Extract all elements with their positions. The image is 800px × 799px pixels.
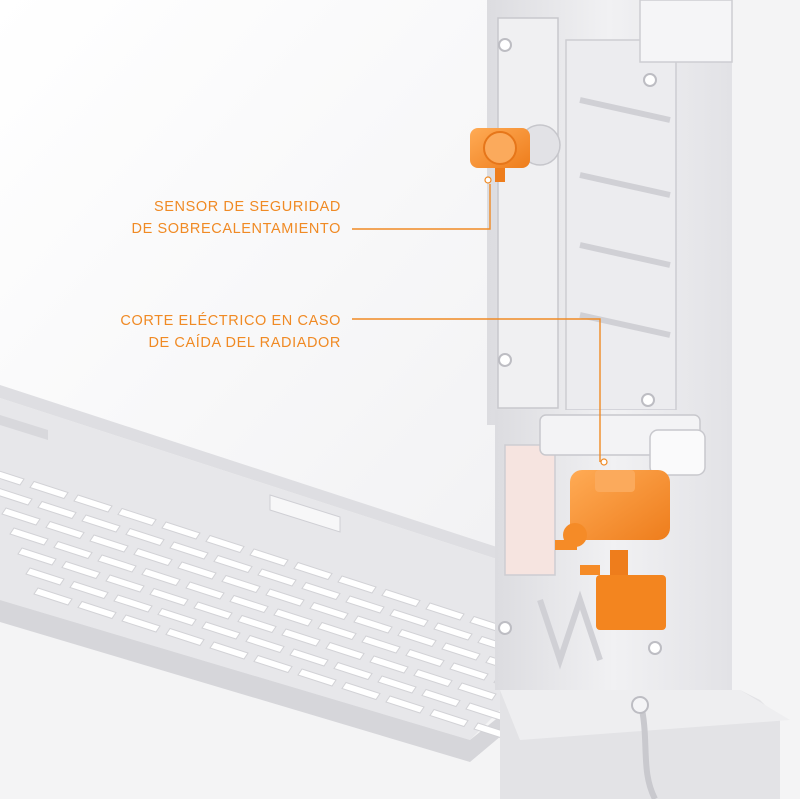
grille-slot — [201, 621, 241, 640]
grille-slot — [113, 594, 153, 613]
grille-slot — [37, 500, 77, 520]
grille-slot — [73, 494, 113, 513]
radiator-front-panel — [0, 0, 500, 548]
callout-label-overheat-sensor: SENSOR DE SEGURIDAD DE SOBRECALENTAMIENT… — [132, 196, 341, 240]
grille-slot — [133, 547, 173, 567]
grille-slot — [337, 575, 377, 594]
callout-line: DE SOBRECALENTAMIENTO — [131, 221, 341, 237]
grille-slot — [213, 554, 253, 574]
grille-slot — [121, 614, 161, 633]
grille-slot — [389, 608, 429, 628]
radiator-panel-edge — [0, 385, 500, 560]
callout-leader-tip-over — [352, 318, 601, 462]
grille-slot — [0, 470, 25, 486]
grille-slot — [353, 615, 393, 634]
grille-slot — [69, 580, 109, 600]
grille-slot — [345, 595, 385, 614]
radiator-base-housing — [0, 398, 520, 740]
grille-slot — [385, 695, 425, 714]
grille-slot — [97, 554, 137, 573]
grille-slot — [413, 668, 453, 688]
callout-line: SENSOR DE SEGURIDAD — [153, 199, 341, 215]
grille-slot — [193, 601, 233, 620]
tip-over-switch-component — [555, 470, 670, 630]
grille-slot — [257, 568, 297, 587]
grille-slot — [301, 581, 341, 601]
grille-slot — [9, 527, 49, 546]
grille-slot — [209, 641, 249, 660]
grille-slot — [229, 594, 269, 614]
grille-slot — [253, 654, 293, 674]
grille-slot — [325, 641, 365, 661]
grille-slot — [249, 548, 289, 567]
grille-slot — [377, 675, 417, 694]
grille-slot — [61, 560, 101, 580]
grille-slot — [333, 661, 373, 681]
callout-leader-tip-over-dot — [600, 458, 608, 466]
grille-slot — [245, 634, 285, 654]
grille-slot — [361, 635, 401, 654]
grille-slot — [1, 507, 41, 526]
base-clip-center — [269, 494, 341, 533]
grille-slot — [0, 488, 33, 506]
grille-slot — [405, 648, 445, 668]
grille-slot — [205, 534, 245, 554]
grille-slot — [177, 561, 217, 580]
grille-slot — [165, 627, 205, 647]
grille-slot — [425, 602, 465, 621]
grille-slot — [125, 527, 165, 547]
grille-slot — [237, 614, 277, 634]
upper-control-housing — [487, 0, 733, 425]
grille-slot — [273, 608, 313, 627]
grille-slot — [77, 600, 117, 620]
callout-leader-sensor-dot — [484, 176, 492, 184]
grille-slot — [433, 622, 473, 641]
foot-screw — [631, 696, 649, 714]
grille-slot — [429, 708, 469, 728]
grille-slot — [441, 642, 481, 661]
grille-slot — [81, 514, 121, 533]
grille-slot — [421, 688, 461, 708]
grille-slot — [449, 662, 489, 681]
grille-slot — [17, 547, 57, 566]
callout-label-tip-over-cutoff: CORTE ELÉCTRICO EN CASO DE CAÍDA DEL RAD… — [120, 310, 341, 354]
grille-slot — [169, 541, 209, 560]
ventilation-grille — [0, 470, 557, 755]
grille-slot — [25, 567, 65, 586]
grille-slot — [29, 480, 69, 500]
callout-leader-sensor — [352, 184, 491, 230]
grille-slot — [317, 621, 357, 641]
callout-line: CORTE ELÉCTRICO EN CASO — [120, 313, 341, 329]
grille-slot — [89, 534, 129, 553]
grille-slot — [397, 628, 437, 648]
grille-slot — [149, 587, 189, 607]
grille-slot — [457, 682, 497, 701]
grille-slot — [293, 561, 333, 581]
grille-slot — [221, 574, 261, 594]
grille-slot — [33, 587, 73, 606]
grille-slot — [289, 648, 329, 667]
grille-slot — [117, 507, 157, 527]
grille-slot — [161, 521, 201, 540]
grille-slot — [341, 681, 381, 701]
radiator-base-lip — [0, 600, 520, 762]
overheat-sensor-component — [470, 128, 530, 182]
grille-slot — [141, 567, 181, 587]
grille-slot — [381, 588, 421, 608]
grille-slot — [185, 581, 225, 600]
grille-slot — [45, 520, 85, 540]
base-clip-left — [0, 415, 48, 440]
grille-slot — [265, 588, 305, 607]
grille-slot — [309, 601, 349, 621]
grille-slot — [281, 628, 321, 647]
grille-slot — [53, 540, 93, 560]
grille-slot — [157, 607, 197, 627]
grille-slot — [105, 574, 145, 593]
callout-line: DE CAÍDA DEL RADIADOR — [148, 335, 341, 351]
grille-slot — [369, 655, 409, 674]
grille-slot — [297, 668, 337, 687]
